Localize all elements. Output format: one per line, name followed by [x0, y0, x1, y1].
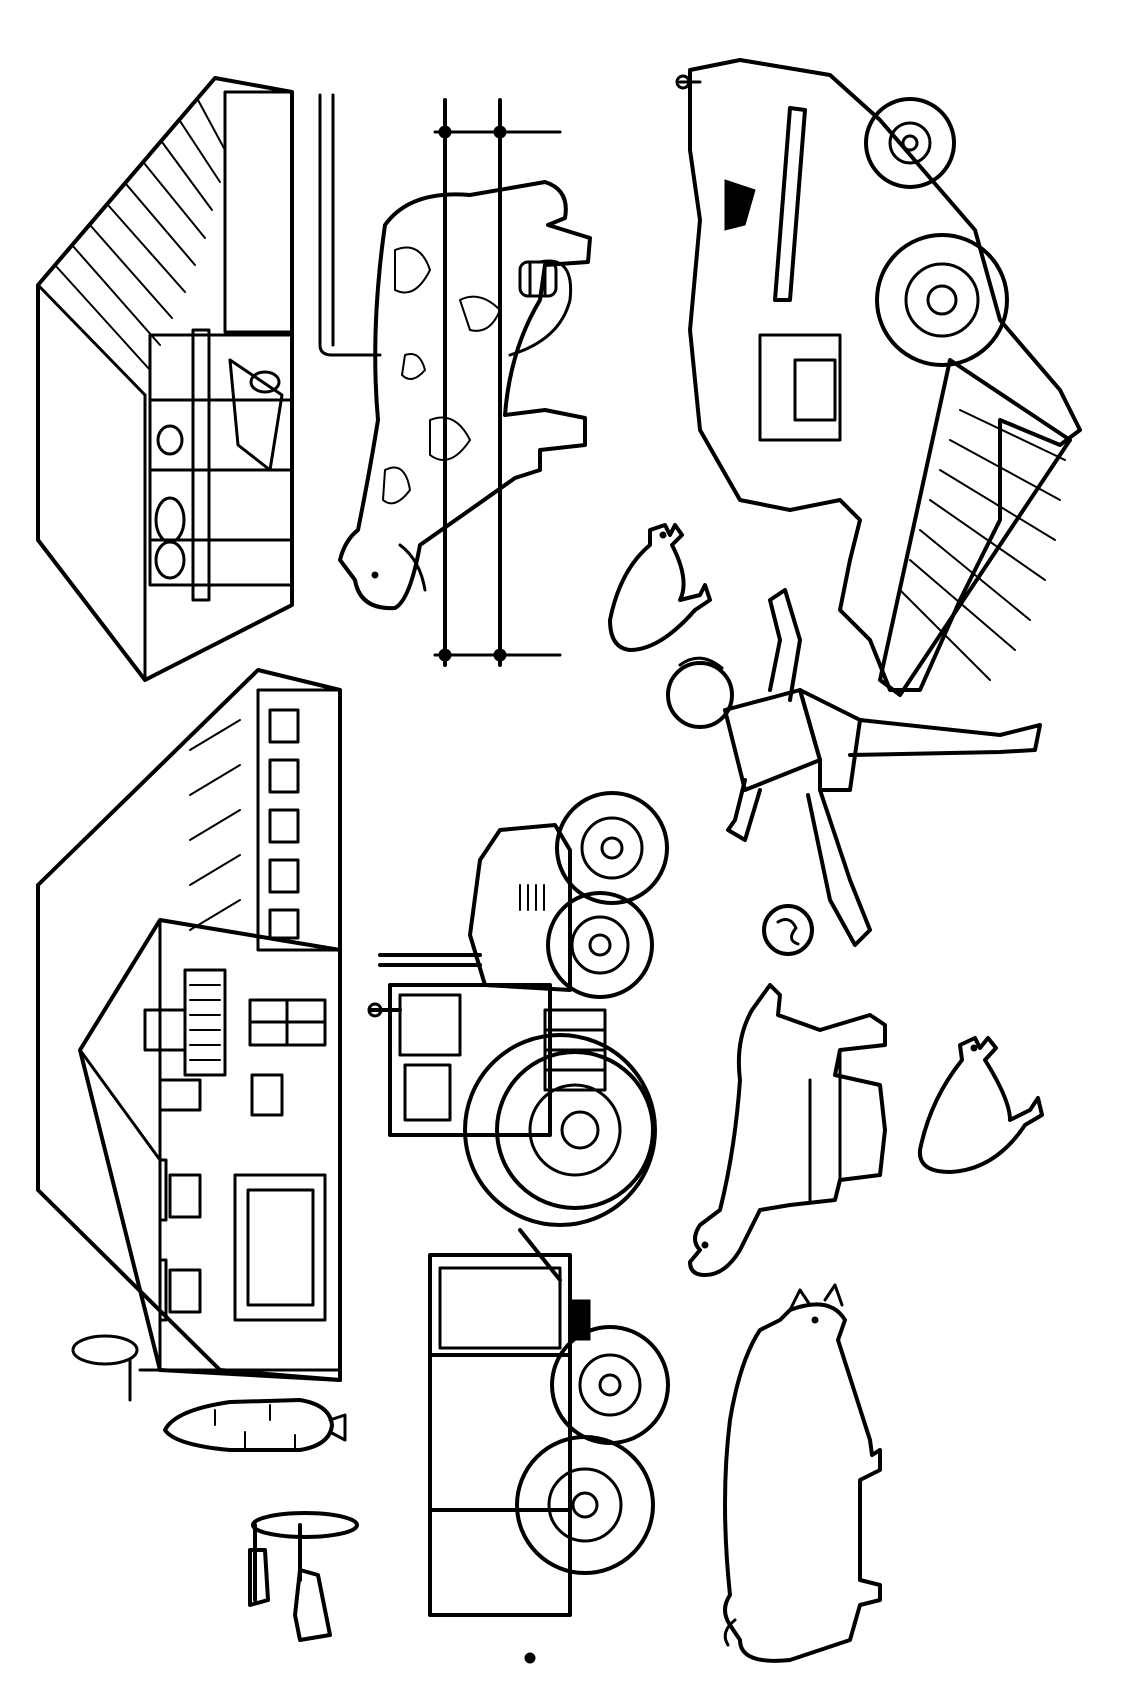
- tractor-icon: [367, 791, 669, 1282]
- lamp-icon: [71, 1334, 139, 1402]
- barn-icon: [36, 76, 294, 682]
- goat-icon: [688, 983, 887, 1277]
- farmhouse-icon: [36, 668, 342, 1382]
- chicken-icon: [608, 523, 712, 652]
- tractor-wheel-front: [555, 791, 669, 905]
- trailer-icon: [428, 1253, 670, 1664]
- chicken-icon: [917, 1036, 1044, 1174]
- pig-icon: [723, 1283, 882, 1663]
- combine-wheel-front: [875, 233, 1009, 367]
- carrot-icon: [163, 1398, 347, 1452]
- cow-icon: [338, 180, 592, 611]
- shovel-icon: [248, 1548, 332, 1642]
- tractor-wheel-rear: [463, 1033, 657, 1227]
- trailer-wheel-rear: [515, 1435, 655, 1575]
- ball-icon: [762, 904, 814, 956]
- combine-harvester-icon: [675, 58, 1082, 697]
- combine-wheel-rear: [864, 97, 956, 189]
- boy-icon: [666, 588, 1042, 947]
- milking-machine-icon: [508, 259, 573, 357]
- tractor-wheel-front-inner: [546, 891, 654, 999]
